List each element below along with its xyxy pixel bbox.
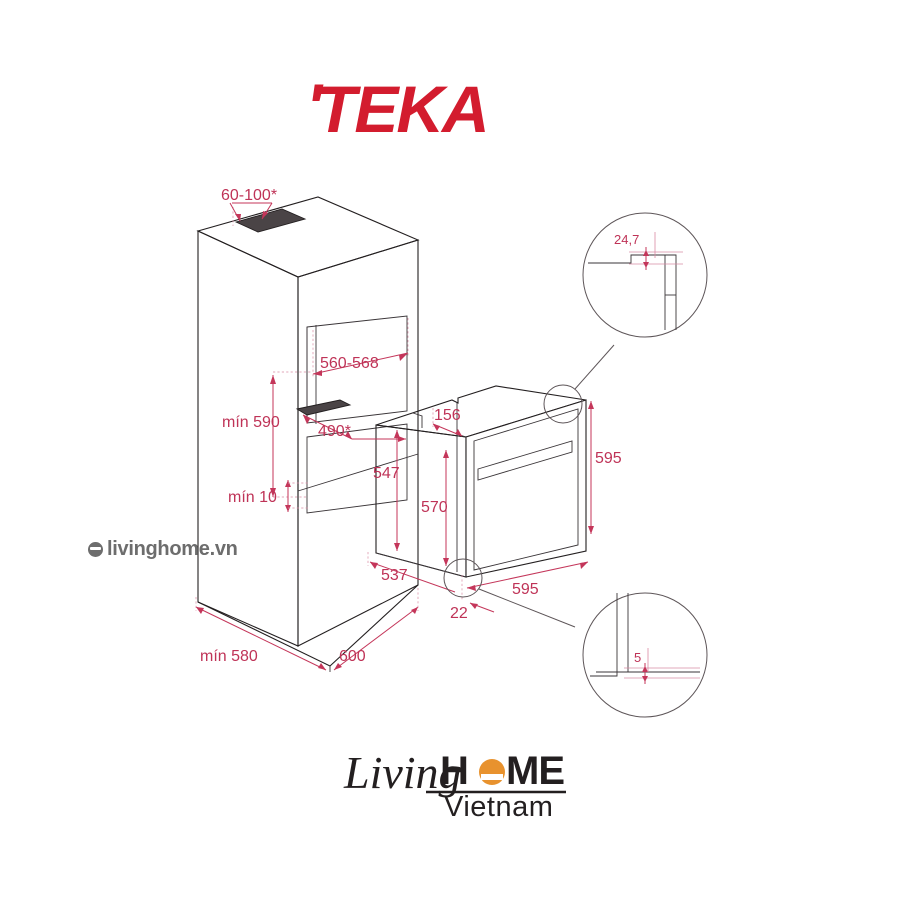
- dim-oven-depth-upper: [394, 430, 400, 551]
- detail-view-top: [582, 212, 708, 338]
- dim-cabinet-depth: [195, 597, 327, 671]
- dim-niche-height: [270, 371, 312, 498]
- watermark-circle-icon: [88, 542, 103, 557]
- dim-label-oven-front-width: 595: [512, 581, 539, 598]
- dim-label-bottom-gap: mín 10: [228, 489, 277, 506]
- cabinet-top-vent: [234, 208, 307, 233]
- livinghome-script-word: Living: [343, 748, 462, 798]
- dim-bottom-gap: [285, 480, 310, 512]
- teka-logo: ' TEKA: [306, 78, 490, 140]
- detail-marker-bottom: [443, 558, 483, 598]
- livinghome-bold-h: H: [440, 749, 468, 793]
- oven-door-handle: [477, 440, 573, 481]
- dim-niche-width: [312, 318, 409, 378]
- dim-cabinet-vent-depth: [229, 202, 273, 226]
- dim-cabinet-width: [333, 588, 419, 671]
- dim-oven-front-height: [588, 401, 594, 534]
- dim-label-vent-opening: 490*: [318, 423, 351, 440]
- oven-unit: [375, 385, 587, 578]
- site-watermark: livinghome.vn: [88, 538, 238, 561]
- dim-label-oven-front-height: 595: [595, 450, 622, 467]
- dim-label-oven-front-offset: 156: [434, 407, 461, 424]
- niche-vent-strip: [295, 399, 352, 416]
- dim-oven-body-height: [443, 450, 449, 566]
- dim-label-oven-depth-lower: 537: [381, 567, 408, 584]
- dim-oven-depth-lower: [367, 552, 456, 593]
- detail-label-top: 24,7: [614, 232, 639, 247]
- detail-view-bottom: [582, 592, 708, 718]
- watermark-text: livinghome.vn: [107, 538, 238, 560]
- livinghome-bold-me: ME: [506, 749, 564, 793]
- cabinet-assembly: [196, 196, 420, 672]
- dim-label-oven-foot-offset: 22: [450, 605, 468, 622]
- teka-logo-text: TEKA: [316, 78, 488, 140]
- livinghome-subtitle: Vietnam: [444, 791, 553, 820]
- dim-label-oven-depth-upper: 547: [373, 465, 400, 482]
- dim-oven-front-offset: [432, 408, 463, 437]
- dim-label-cabinet-depth: mín 580: [200, 648, 258, 665]
- dim-oven-foot-offset: [461, 575, 495, 613]
- dim-label-niche-height: mín 590: [222, 414, 280, 431]
- dim-label-cabinet-width: 600: [339, 648, 366, 665]
- livinghome-o-bar: [481, 774, 503, 780]
- dim-label-vent-depth: 60-100*: [221, 187, 277, 204]
- livinghome-logo: Living H ME Vietnam: [343, 748, 566, 820]
- dim-label-oven-body-height: 570: [421, 499, 448, 516]
- detail-marker-top: [543, 384, 583, 424]
- detail-label-bottom: 5: [634, 650, 641, 665]
- dim-label-niche-width: 560-568: [320, 355, 379, 372]
- dim-oven-front-width: [466, 561, 589, 591]
- livinghome-o-circle-icon: [479, 759, 505, 785]
